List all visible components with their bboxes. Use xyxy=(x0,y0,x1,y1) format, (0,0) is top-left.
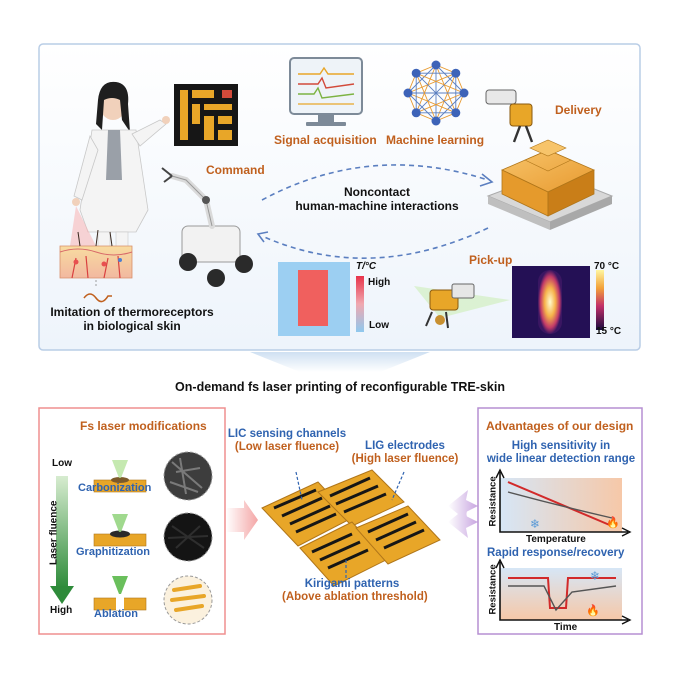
response-chart-axes xyxy=(499,562,628,621)
graphitization-sample xyxy=(93,514,147,547)
sensitivity-chart-arrowheads xyxy=(495,468,632,537)
kirigami-label: Kirigami patterns (Above ablation thresh… xyxy=(282,578,428,604)
kirigami-sensor-sheet xyxy=(261,469,441,587)
neural-network-edge xyxy=(415,73,437,122)
cube-stack xyxy=(486,139,614,230)
right-panel-title: Advantages of our design xyxy=(486,419,634,433)
sensitivity-line-1: High sensitivity in xyxy=(511,440,611,452)
neural-network-edge xyxy=(407,92,437,122)
left-panel-title: Fs laser modifications xyxy=(80,419,207,433)
lig-line-2: (High laser fluence) xyxy=(351,453,459,466)
neural-network-node xyxy=(431,116,441,126)
sensitivity-line-2: wide linear detection range xyxy=(486,453,636,466)
laser-fluence-arrow-head xyxy=(50,586,74,604)
ablation-sample xyxy=(93,576,147,611)
response-flame-icon: 🔥 xyxy=(586,604,600,617)
kirigami-line-1: Kirigami patterns xyxy=(304,578,400,590)
center-to-right-arrow-lower xyxy=(448,506,478,538)
thermal-min-label: 15 °C xyxy=(596,326,622,337)
funnel-transition xyxy=(250,352,430,372)
left-to-center-arrow xyxy=(226,500,258,540)
imitation-label: Imitation of thermoreceptors in biologic… xyxy=(46,305,218,334)
finger-to-skin-beam xyxy=(70,206,96,246)
laser-fluence-arrow-shaft xyxy=(56,476,68,588)
sensitivity-linear-curve xyxy=(507,481,613,527)
neural-network-edge xyxy=(416,72,465,94)
delivery-label: Delivery xyxy=(555,103,602,117)
response-snowflake-icon: ❄ xyxy=(590,569,600,583)
temperature-scale-bar xyxy=(356,276,364,332)
graphitization-label: Graphitization xyxy=(76,546,150,558)
gripper-icon xyxy=(485,89,534,143)
lic-line-1: LIC sensing channels xyxy=(227,428,347,440)
response-reference-curve xyxy=(508,585,617,612)
response-chart-background xyxy=(500,568,622,620)
command-circuit-panel xyxy=(174,84,238,146)
kirigami-line-2: (Above ablation threshold) xyxy=(282,591,428,604)
snowflake-icon: ❄ xyxy=(530,517,540,531)
neural-network-node xyxy=(411,108,421,118)
sensitivity-label: High sensitivity in wide linear detectio… xyxy=(480,440,642,466)
flame-icon: 🔥 xyxy=(606,516,620,529)
carbonization-sample xyxy=(93,460,147,493)
chart2-ylabel: Resistance xyxy=(487,564,499,615)
machine-learning-label: Machine learning xyxy=(386,133,485,147)
skin-cross-section xyxy=(59,229,133,279)
ablation-label: Ablation xyxy=(94,608,138,620)
monitor-icon xyxy=(289,57,363,126)
chart2-xlabel: Time xyxy=(554,622,578,633)
temperature-low-label: Low xyxy=(369,320,389,331)
chart1-xlabel: Temperature xyxy=(526,534,586,545)
sensitivity-chart-axes xyxy=(499,472,628,533)
neural-network-node xyxy=(459,88,469,98)
imitation-line-1: Imitation of thermoreceptors xyxy=(50,305,214,319)
lig-line-1: LIG electrodes xyxy=(365,440,445,452)
neural-network-node xyxy=(411,68,421,78)
robot-arm-vehicle xyxy=(161,167,253,287)
cycle-arrow-top xyxy=(261,164,489,201)
imitation-line-2: in biological skin xyxy=(83,318,181,333)
fluence-high-label: High xyxy=(50,605,73,616)
sensitivity-reference-curve xyxy=(507,491,613,519)
neural-network-node xyxy=(403,88,413,98)
temperature-high-label: High xyxy=(368,277,391,288)
pick-up-label: Pick-up xyxy=(469,253,513,267)
neural-network-node xyxy=(451,108,461,118)
rapid-response-label: Rapid response/recovery xyxy=(487,547,625,559)
carbonization-label: Carbonization xyxy=(78,482,152,494)
noncontact-label: Noncontact human-machine interactions xyxy=(288,185,466,214)
cycle-arrow-bottom xyxy=(261,227,489,259)
center-to-right-arrow xyxy=(448,490,478,522)
thermal-max-label: 70 °C xyxy=(594,261,620,272)
command-label: Command xyxy=(206,163,265,177)
neural-network-node xyxy=(431,60,441,70)
chart1-ylabel: Resistance xyxy=(487,476,499,527)
noncontact-line-2: human-machine interactions xyxy=(295,198,459,213)
thermal-hotspot xyxy=(538,270,562,334)
lic-line-2: (Low laser fluence) xyxy=(234,441,340,454)
lic-label: LIC sensing channels (Low laser fluence) xyxy=(222,428,352,454)
fluence-low-label: Low xyxy=(52,458,72,469)
pickup-gripper xyxy=(425,283,475,329)
noncontact-line-1: Noncontact xyxy=(344,185,410,199)
neural-network-icon xyxy=(403,60,469,126)
temperature-axis-label: T/°C xyxy=(356,261,377,272)
middle-title: On-demand fs laser printing of reconfigu… xyxy=(175,380,505,394)
laser-fluence-axis-label: Laser fluence xyxy=(48,500,60,565)
thermoreceptor-signal-wave xyxy=(83,293,112,303)
temperature-map-hot-zone xyxy=(298,270,328,326)
response-chart-arrowheads xyxy=(495,558,632,625)
lig-label: LIG electrodes (High laser fluence) xyxy=(344,440,466,466)
neural-network-edge xyxy=(415,72,457,114)
thermal-scale-bar xyxy=(596,270,604,330)
signal-acquisition-label: Signal acquisition xyxy=(274,133,377,147)
neural-network-node xyxy=(451,68,461,78)
